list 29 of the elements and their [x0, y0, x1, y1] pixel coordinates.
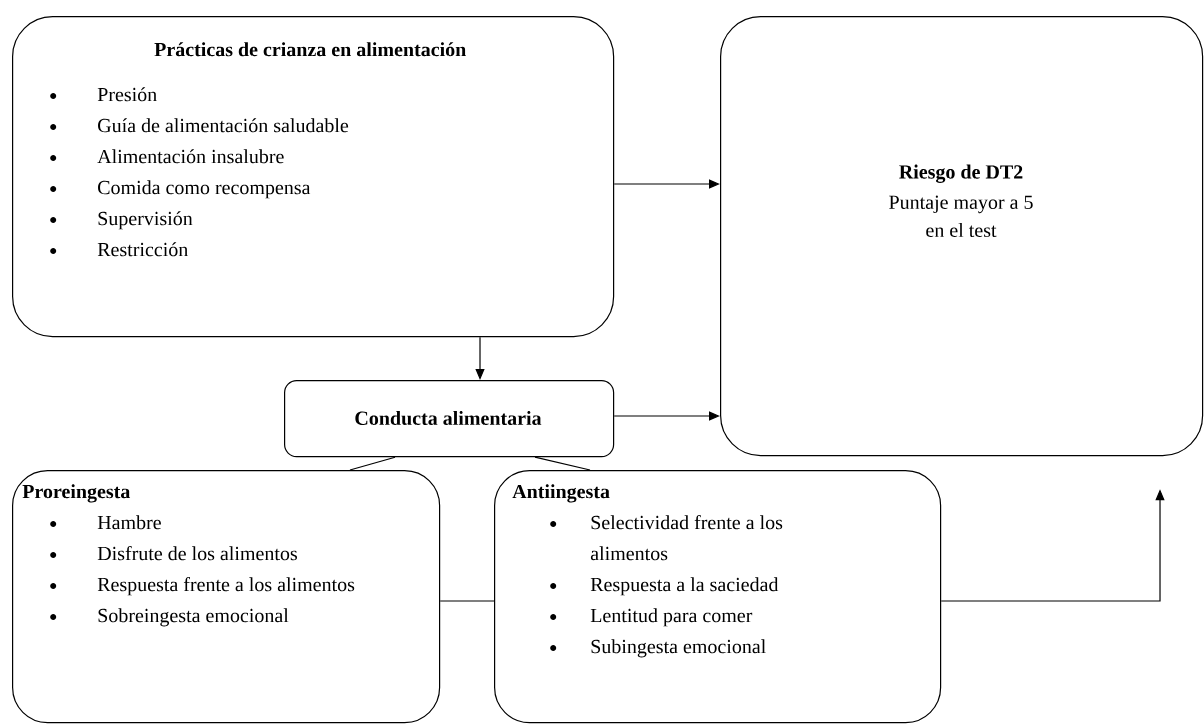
bullet-item: Respuesta frente a los alimentos — [50, 577, 355, 596]
box-heading: Prácticas de crianza en alimentación — [154, 42, 466, 57]
rounded-box — [720, 16, 1204, 457]
box-text: Puntaje mayor a 5 en el test — [889, 195, 1033, 237]
connector-line — [439, 600, 495, 602]
bullet-item: Selectividad frente a los alimentos — [550, 515, 783, 561]
arrow — [613, 179, 720, 189]
rounded-box — [12, 16, 615, 338]
arrow — [475, 336, 485, 380]
box-heading: Riesgo de DT2 — [899, 164, 1023, 183]
box-heading: Antiingesta — [512, 484, 610, 503]
bullet-item: Guía de alimentación saludable — [50, 118, 349, 133]
box-heading: Conducta alimentaria — [355, 410, 542, 426]
bullet-item: Presión — [50, 87, 157, 102]
arrow — [613, 411, 720, 421]
box-heading: Proreingesta — [22, 484, 131, 503]
bullet-item: Lentitud para comer — [550, 608, 753, 627]
bullet-item: Restricción — [50, 242, 188, 257]
bullet-item: Comida como recompensa — [50, 180, 311, 199]
bullet-item: Supervisión — [50, 211, 193, 230]
bullet-item: Disfrute de los alimentos — [50, 546, 297, 561]
rounded-box — [12, 470, 441, 724]
rounded-box — [284, 380, 615, 458]
bullet-item: Subingesta emocional — [550, 639, 766, 658]
bullet-item: Sobreingesta emocional — [50, 608, 289, 627]
bullet-item: Alimentación insalubre — [50, 149, 284, 164]
bullet-item: Respuesta a la saciedad — [550, 577, 779, 596]
bullet-item: Hambre — [50, 515, 161, 530]
rounded-box — [494, 470, 942, 724]
